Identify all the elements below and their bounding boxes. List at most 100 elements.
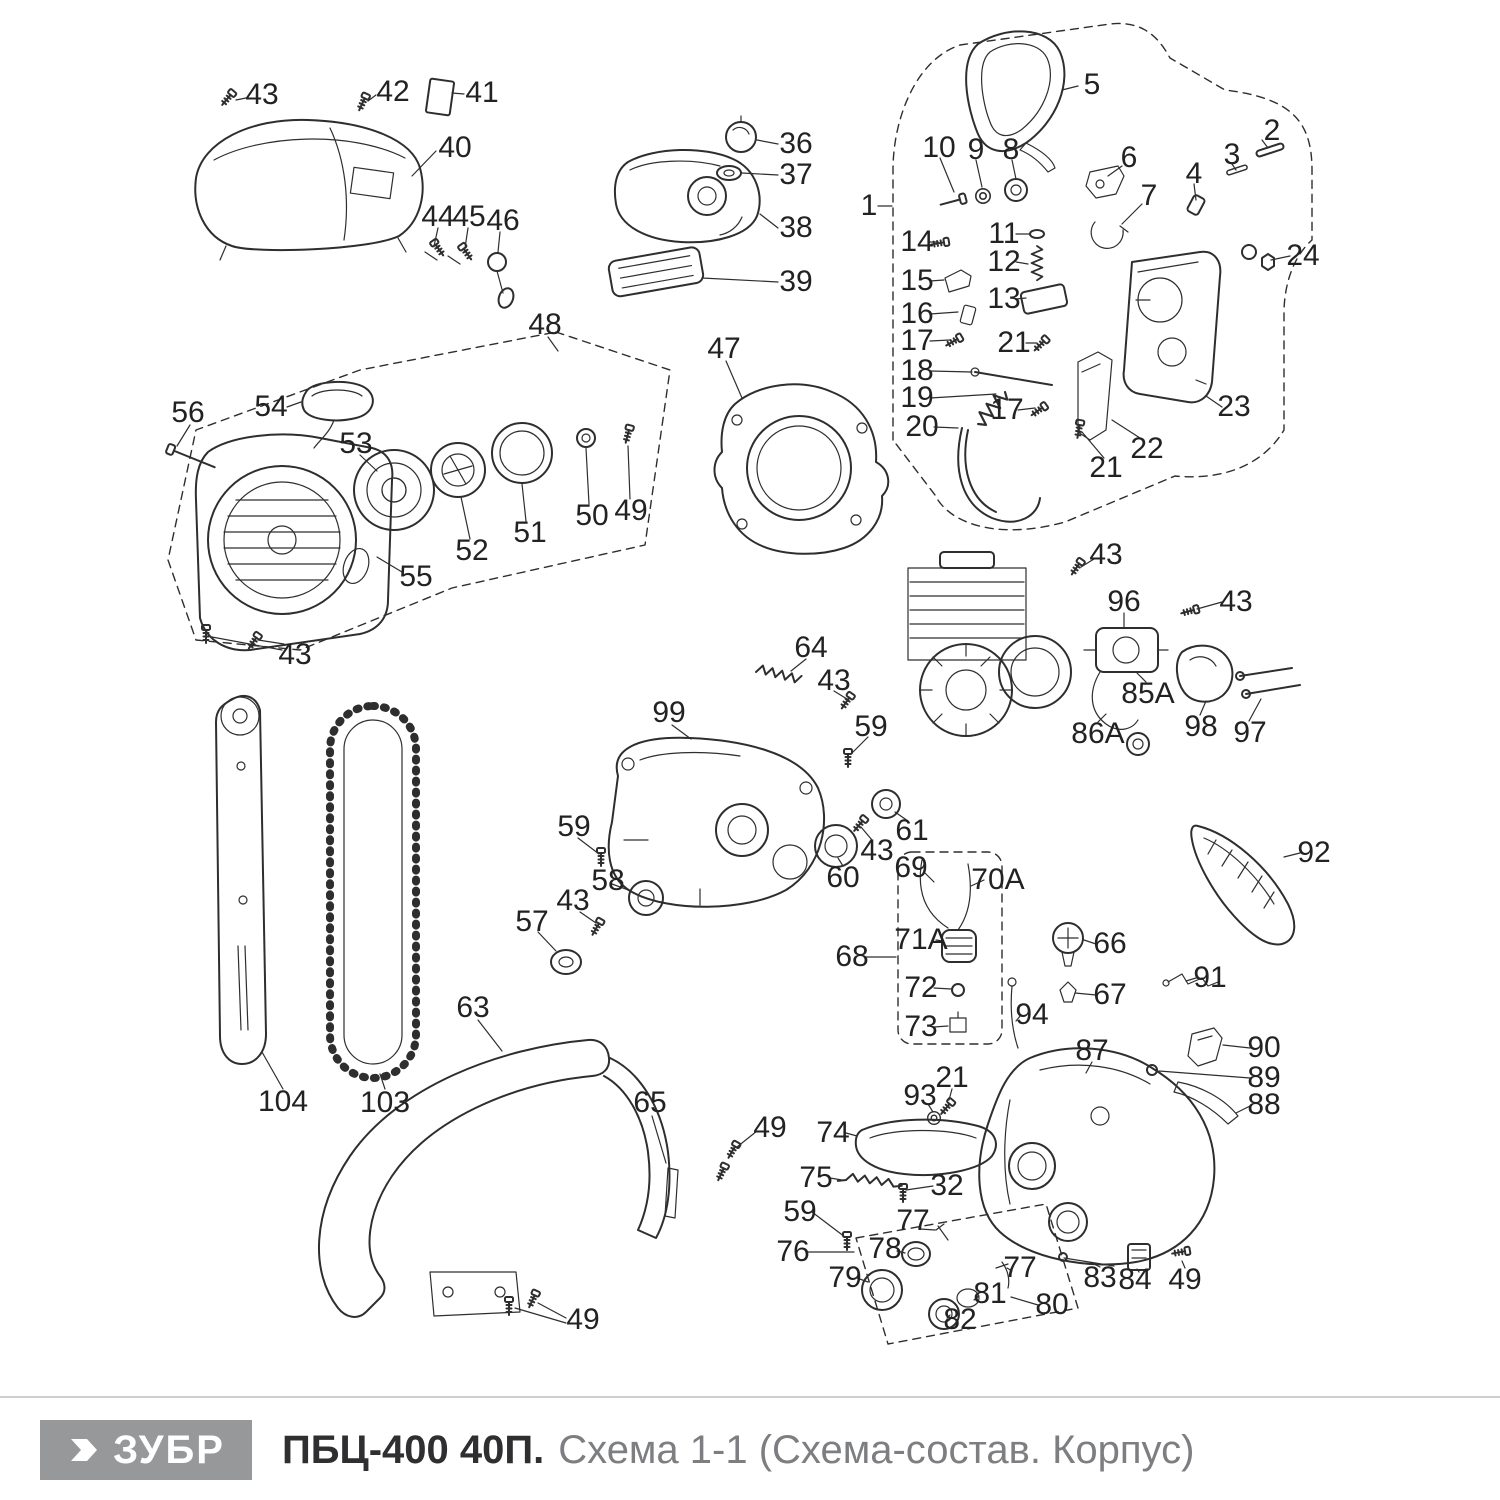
part-label-18: 18: [900, 354, 934, 387]
part-label-17: 17: [990, 393, 1024, 426]
part-label-50: 50: [575, 499, 609, 532]
rear-guard-part92: [1190, 824, 1296, 946]
part-label-36: 36: [779, 127, 813, 160]
fan-cover-part47: [713, 383, 890, 555]
part-label-43: 43: [817, 664, 851, 697]
part-label-22: 22: [1130, 432, 1164, 465]
part-label-71A: 71A: [894, 923, 948, 956]
part-label-2: 2: [1263, 114, 1281, 147]
engine-assembly: [907, 551, 1301, 756]
part-label-4: 4: [1185, 157, 1203, 190]
part-label-87: 87: [1075, 1034, 1109, 1067]
part-label-79: 79: [828, 1261, 862, 1294]
part-label-21: 21: [997, 326, 1031, 359]
part-label-21: 21: [935, 1061, 969, 1094]
part-label-49: 49: [1168, 1263, 1202, 1296]
part-label-49: 49: [753, 1111, 787, 1144]
part-label-59: 59: [557, 810, 591, 843]
top-cover-part40: [194, 77, 515, 309]
part-label-42: 42: [376, 75, 410, 108]
part-label-70A: 70A: [971, 863, 1025, 896]
part-label-8: 8: [1002, 133, 1020, 166]
part-label-91: 91: [1193, 961, 1227, 994]
part-label-44: 44: [421, 200, 455, 233]
part-label-94: 94: [1015, 998, 1049, 1031]
part-label-13: 13: [987, 282, 1021, 315]
model-name: ПБЦ-400 40П.: [282, 1427, 545, 1472]
part-label-66: 66: [1093, 927, 1127, 960]
tank-housing-part87: [836, 1047, 1216, 1266]
front-guard-part5: [965, 30, 1066, 173]
part-label-51: 51: [513, 516, 547, 549]
part-label-68: 68: [835, 940, 869, 973]
bottom-cap-group: [855, 1203, 1151, 1345]
part-label-103: 103: [359, 1086, 411, 1119]
brand-name: ЗУБР: [113, 1427, 225, 1472]
leader-lines: [176, 85, 1301, 1324]
part-label-43: 43: [556, 884, 590, 917]
part-label-7: 7: [1140, 179, 1158, 212]
part-label-20: 20: [905, 410, 939, 443]
part-label-99: 99: [652, 696, 686, 729]
part-label-15: 15: [900, 264, 934, 297]
part-label-92: 92: [1297, 836, 1331, 869]
part-label-56: 56: [171, 396, 205, 429]
part-label-43: 43: [860, 834, 894, 867]
saw-chain-part103: [326, 702, 420, 1082]
carb-cover-part38: [607, 115, 761, 298]
part-label-80: 80: [1035, 1288, 1069, 1321]
part-label-59: 59: [854, 710, 888, 743]
brake-parts-group1: [892, 22, 1313, 531]
part-label-19: 19: [900, 381, 934, 414]
footer: ЗУБР ПБЦ-400 40П. Схема 1-1 (Схема-соста…: [40, 1418, 1460, 1482]
part-label-69: 69: [894, 851, 928, 884]
part-label-77: 77: [896, 1204, 930, 1237]
part-label-88: 88: [1247, 1088, 1281, 1121]
part-label-52: 52: [455, 534, 489, 567]
part-label-64: 64: [794, 631, 828, 664]
part-label-57: 57: [515, 905, 549, 938]
part-label-1: 1: [860, 189, 878, 222]
part-label-43: 43: [245, 78, 279, 111]
footer-divider: [0, 1396, 1500, 1398]
part-label-54: 54: [254, 390, 288, 423]
part-label-97: 97: [1233, 716, 1267, 749]
part-label-46: 46: [486, 204, 520, 237]
part-label-43: 43: [278, 638, 312, 671]
part-label-78: 78: [868, 1232, 902, 1265]
brand-logo: ЗУБР: [40, 1420, 252, 1480]
part-label-38: 38: [779, 211, 813, 244]
part-label-65: 65: [633, 1086, 667, 1119]
part-label-83: 83: [1083, 1261, 1117, 1294]
part-label-43: 43: [1089, 538, 1123, 571]
part-label-60: 60: [826, 861, 860, 894]
part-label-32: 32: [930, 1169, 964, 1202]
part-label-45: 45: [452, 200, 486, 233]
part-label-49: 49: [614, 494, 648, 527]
part-label-12: 12: [987, 245, 1021, 278]
part-label-14: 14: [900, 225, 934, 258]
part-label-49: 49: [566, 1303, 600, 1336]
part-label-41: 41: [465, 76, 499, 109]
part-label-53: 53: [339, 427, 373, 460]
part-label-58: 58: [591, 864, 625, 897]
part-label-75: 75: [799, 1161, 833, 1194]
part-label-84: 84: [1118, 1263, 1152, 1296]
part-label-63: 63: [456, 991, 490, 1024]
part-label-98: 98: [1184, 710, 1218, 743]
scheme-name: Схема 1-1 (Схема-состав. Корпус): [558, 1427, 1195, 1472]
starter-group48: [165, 331, 671, 652]
part-label-73: 73: [904, 1010, 938, 1043]
part-label-86A: 86A: [1071, 717, 1125, 750]
part-label-11: 11: [988, 217, 1020, 250]
part-label-77: 77: [1003, 1251, 1037, 1284]
part-label-37: 37: [779, 158, 813, 191]
front-handle-part63: [318, 1038, 679, 1318]
part-label-74: 74: [816, 1116, 850, 1149]
part-label-5: 5: [1083, 68, 1101, 101]
part-label-16: 16: [900, 297, 934, 330]
footer-title: ПБЦ-400 40П. Схема 1-1 (Схема-состав. Ко…: [282, 1428, 1194, 1473]
part-label-23: 23: [1217, 390, 1251, 423]
guide-bar-part104: [215, 694, 267, 1065]
